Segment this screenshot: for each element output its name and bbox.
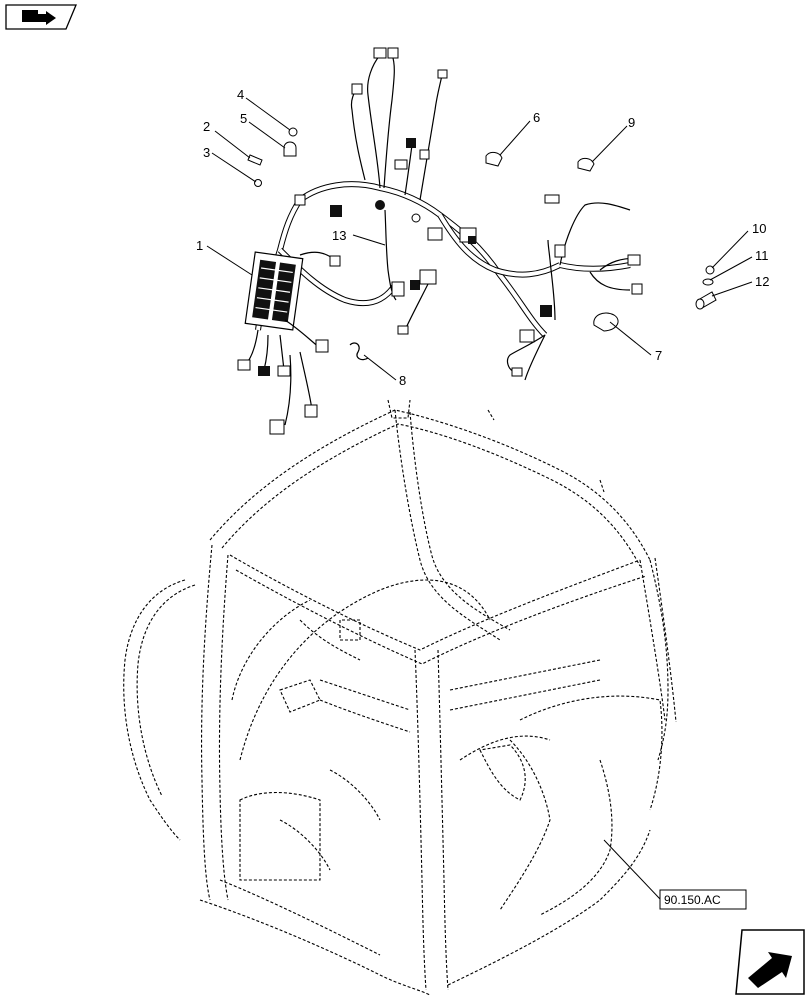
callout-1: 1: [196, 238, 203, 253]
callout-5: 5: [240, 111, 247, 126]
part-clip-5: [283, 141, 297, 157]
part-washer-11: [702, 278, 714, 286]
part-bushing-12: [695, 291, 717, 310]
callout-4: 4: [237, 87, 244, 102]
part-spring-clip-8: [349, 342, 369, 361]
callout-9: 9: [628, 115, 635, 130]
callout-11: 11: [755, 248, 769, 263]
callout-2: 2: [203, 119, 210, 134]
part-screw-2: [247, 154, 263, 166]
callout-3: 3: [203, 145, 210, 160]
callout-7: 7: [655, 348, 662, 363]
part-nut-4: [288, 127, 298, 137]
next-page-arrow-icon[interactable]: [735, 929, 805, 995]
reference-label[interactable]: 90.150.AC: [664, 893, 721, 907]
leader-lines: [206, 97, 753, 900]
callout-10: 10: [752, 221, 766, 236]
cab-frame: [123, 399, 677, 996]
top-nav-book-icon[interactable]: [5, 4, 77, 30]
callout-6: 6: [533, 110, 540, 125]
part-grommet-9: [577, 157, 595, 172]
part-washer-3: [254, 179, 262, 187]
wiring-harness: [237, 47, 643, 435]
part-loop-7: [593, 312, 619, 332]
callout-12: 12: [755, 274, 769, 289]
callout-13: 13: [332, 228, 346, 243]
part-grommet-6: [485, 151, 503, 167]
reference-box[interactable]: 90.150.AC: [659, 889, 747, 910]
callout-8: 8: [399, 373, 406, 388]
